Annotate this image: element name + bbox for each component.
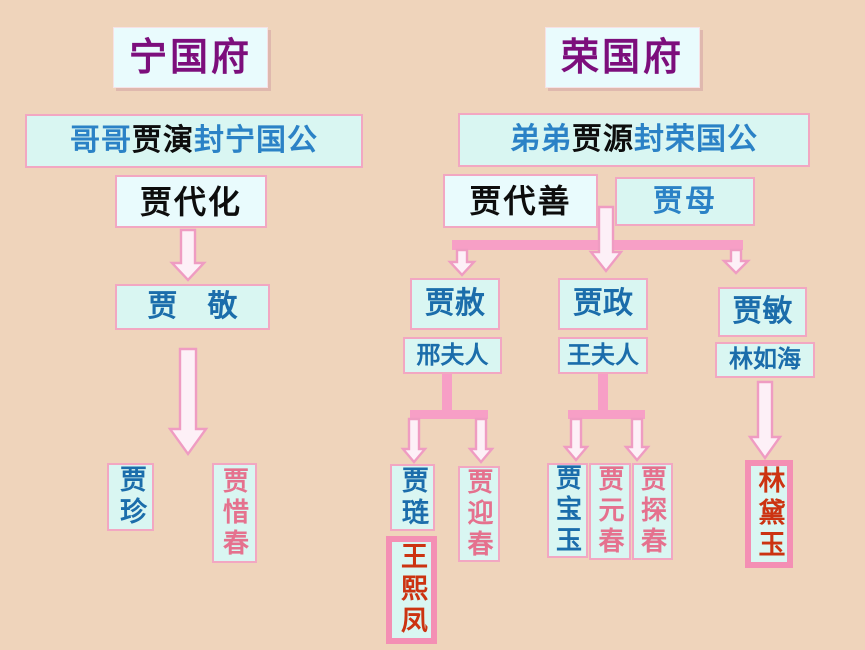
node-xingfuren: 邢夫人 [403,337,502,374]
node-jiadaihua: 贾代化 [115,175,267,228]
arrow-jiajing-to-children [167,347,209,457]
wang-branch-line [598,374,608,414]
ning-founder-peerage: 封宁国公 [194,124,318,157]
rong-generation-bar [452,240,743,250]
arrow-to-jiabaoyu [562,417,590,462]
rong-founder-box: 弟弟贾源封荣国公 [458,113,810,167]
arrow-to-jialian [400,417,428,464]
node-lindaiyu: 林黛玉 [745,460,793,568]
node-jiatanchun: 贾探春 [632,463,673,560]
node-jiamu: 贾母 [615,177,755,226]
node-linruhai: 林如海 [715,342,815,378]
node-jiayuanchun: 贾元春 [589,463,631,560]
xing-branch-bar [410,410,488,419]
wang-branch-bar [568,410,645,419]
arrow-jiadaihua-to-jiajing [169,228,207,282]
arrow-to-jiayingchun [467,417,495,464]
node-jiabaoyu: 贾宝玉 [547,463,588,558]
arrow-parents-to-jiazheng [588,205,624,273]
node-jiazheng: 贾政 [558,278,648,330]
rong-founder-name: 贾源 [572,123,634,156]
ning-founder-relation: 哥哥 [70,124,132,157]
node-jiadaishan: 贾代善 [443,174,598,228]
node-jiazhen: 贾珍 [107,463,154,531]
rongguo-house-title: 荣国府 [545,27,700,88]
node-jialian: 贾琏 [390,464,435,531]
rong-founder-peerage: 封荣国公 [634,123,758,156]
xing-branch-line [442,374,452,414]
node-jiamin: 贾敏 [718,287,807,337]
arrow-to-jiatanchun [623,417,651,462]
arrow-bar-to-jiashe [447,248,477,277]
ning-founder-box: 哥哥贾演封宁国公 [25,114,363,168]
node-jiajing: 贾 敬 [115,284,270,330]
node-wangxifeng: 王熙凤 [386,536,437,644]
node-wangfuren: 王夫人 [558,337,648,374]
node-jiashe: 贾赦 [410,278,500,330]
ning-founder-name: 贾演 [132,124,194,157]
arrow-bar-to-jiamin [721,248,751,275]
node-jiaxichun: 贾惜春 [212,463,257,563]
arrow-to-lindaiyu [747,380,783,461]
rong-founder-relation: 弟弟 [510,123,572,156]
node-jiayingchun: 贾迎春 [458,466,500,562]
ningguo-house-title: 宁国府 [113,27,268,88]
